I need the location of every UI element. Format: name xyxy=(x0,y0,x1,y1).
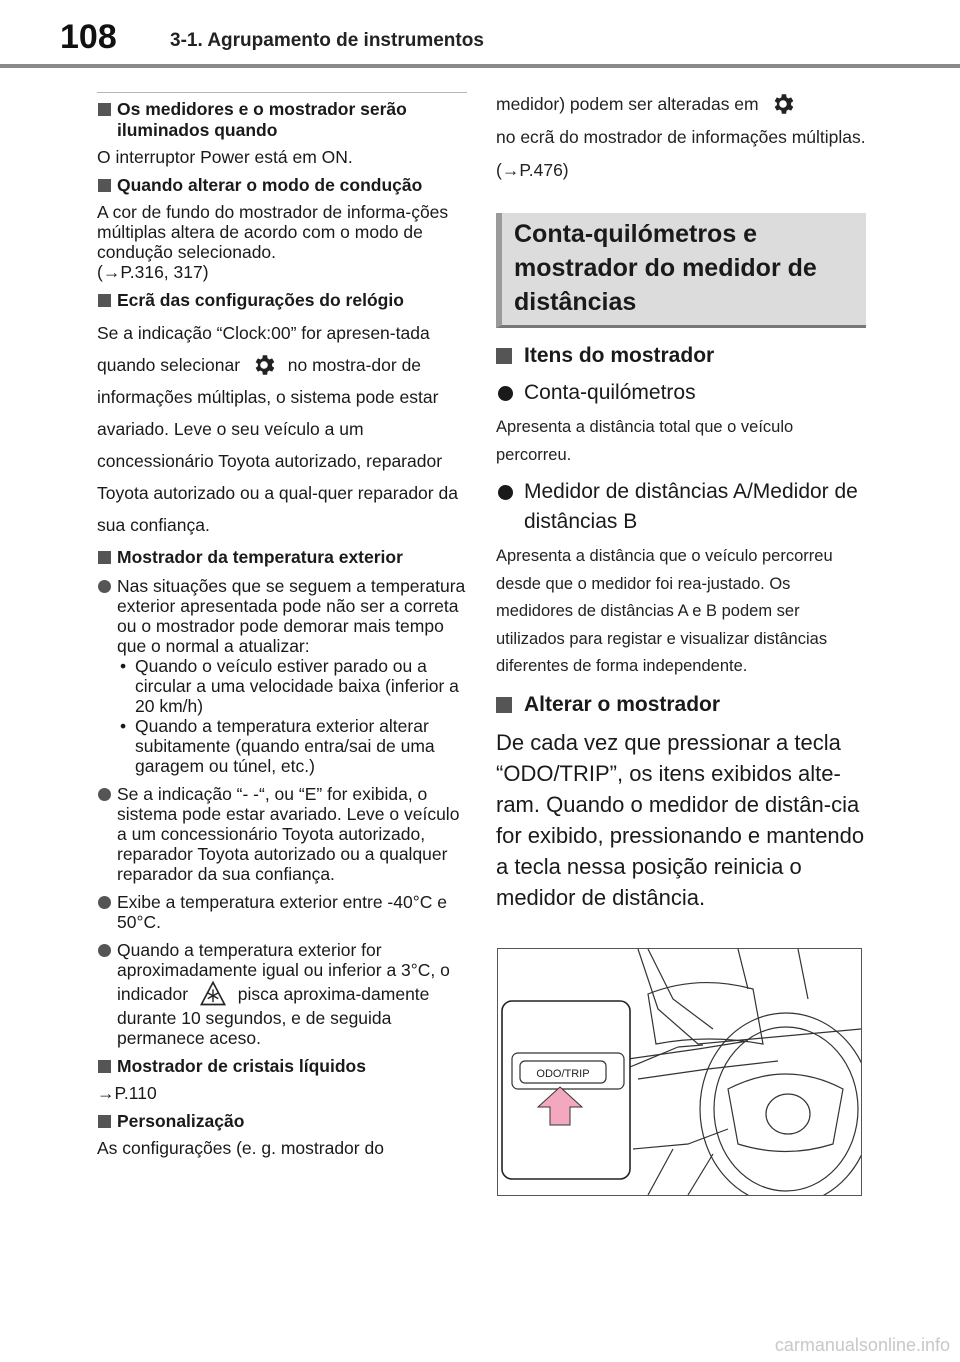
section-heading: Ecrã das configurações do relógio xyxy=(97,290,467,311)
square-bullet-icon xyxy=(98,103,111,116)
paragraph: Apresenta a distância que o veículo perc… xyxy=(496,547,833,675)
sub-list-item: •Quando o veículo estiver parado ou a ci… xyxy=(120,656,459,716)
square-bullet-icon xyxy=(98,179,111,192)
section-heading: Personalização xyxy=(97,1111,467,1132)
square-bullet-icon xyxy=(98,294,111,307)
round-bullet-icon xyxy=(98,788,111,801)
round-bullet-icon xyxy=(98,944,111,957)
page-header: 108 3-1. Agrupamento de instrumentos xyxy=(0,0,960,70)
dashboard-drawing: ODO/TRIP xyxy=(501,949,861,1195)
page-reference: (→P.316, 317) xyxy=(97,262,209,282)
square-bullet-icon xyxy=(98,551,111,564)
frost-warning-icon xyxy=(199,980,226,1006)
dashboard-illustration: ODO/TRIP xyxy=(497,948,862,1196)
round-bullet-icon xyxy=(498,386,513,401)
section-rule xyxy=(97,92,467,93)
press-arrow-icon xyxy=(536,1086,584,1126)
section-title: Conta-quilómetros e mostrador do medidor… xyxy=(514,220,817,316)
section-heading: Mostrador da temperatura exterior xyxy=(97,547,467,568)
section-heading: Quando alterar o modo de condução xyxy=(97,175,467,196)
paragraph: A cor de fundo do mostrador de informa-ç… xyxy=(97,202,449,282)
list-item: Se a indicação “- -“, ou “E” for exibida… xyxy=(97,784,467,884)
section-heading: Os medidores e o mostrador serão ilumina… xyxy=(97,99,467,141)
page-reference: →P.110 xyxy=(97,1083,157,1103)
odo-trip-button-label: ODO/TRIP xyxy=(536,1068,589,1080)
gear-icon xyxy=(774,94,793,114)
chapter-title: 3-1. Agrupamento de instrumentos xyxy=(170,30,484,51)
square-bullet-icon xyxy=(496,348,512,364)
paragraph: As configurações (e. g. mostrador do xyxy=(97,1138,384,1158)
square-bullet-icon xyxy=(98,1060,111,1073)
gear-icon xyxy=(255,355,275,375)
section-title-box: Conta-quilómetros e mostrador do medidor… xyxy=(496,213,866,328)
left-column: Os medidores e o mostrador serão ilumina… xyxy=(97,92,467,1166)
list-item-heading: Conta-quilómetros xyxy=(496,378,866,408)
paragraph: Apresenta a distância total que o veícul… xyxy=(496,418,794,464)
paragraph: O interruptor Power está em ON. xyxy=(97,147,353,167)
sub-list-item: •Quando a temperatura exterior alterar s… xyxy=(120,716,435,776)
square-bullet-icon xyxy=(98,1115,111,1128)
paragraph: De cada vez que pressionar a tecla “ODO/… xyxy=(496,729,865,910)
square-bullet-icon xyxy=(496,696,512,713)
paragraph: Se a indicação “Clock:00” for apresen-ta… xyxy=(97,323,458,535)
round-bullet-icon xyxy=(98,580,111,593)
section-heading: Itens do mostrador xyxy=(496,342,866,370)
list-item: Nas situações que se seguem a temperatur… xyxy=(97,576,467,776)
right-column: medidor) podem ser alteradas em no ecrã … xyxy=(496,88,866,913)
round-bullet-icon xyxy=(498,485,513,500)
page-number: 108 xyxy=(60,18,117,56)
section-heading: Alterar o mostrador xyxy=(496,691,866,719)
paragraph: medidor) podem ser alteradas em no ecrã … xyxy=(496,88,866,187)
list-item-heading: Medidor de distâncias A/Medidor de distâ… xyxy=(496,477,866,537)
list-item: Quando a temperatura exterior for aproxi… xyxy=(97,940,467,1048)
watermark: carmanualsonline.info xyxy=(774,1335,950,1355)
section-heading: Mostrador de cristais líquidos xyxy=(97,1056,467,1077)
round-bullet-icon xyxy=(98,896,111,909)
list-item: Exibe a temperatura exterior entre -40°C… xyxy=(97,892,467,932)
header-rule xyxy=(0,64,960,68)
